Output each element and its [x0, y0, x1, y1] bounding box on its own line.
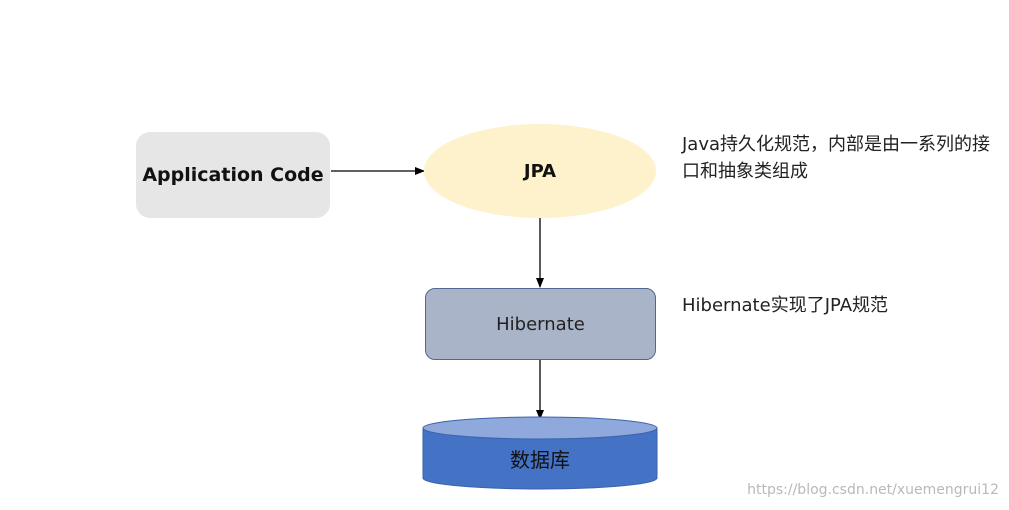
database-cylinder: [422, 416, 658, 490]
database-label-text: 数据库: [510, 447, 570, 472]
database-body: [422, 427, 658, 490]
watermark: https://blog.csdn.net/xuemengrui12: [747, 482, 999, 498]
database-top: [422, 416, 658, 440]
hibernate-label: Hibernate: [496, 313, 585, 335]
hibernate-note: Hibernate实现了JPA规范: [682, 295, 889, 316]
application-code-label: Application Code: [142, 164, 324, 186]
database-label: 数据库: [423, 440, 657, 476]
application-code-node: Application Code: [136, 132, 330, 218]
jpa-node: JPA: [424, 124, 656, 218]
jpa-note: Java持久化规范，内部是由一系列的接口和抽象类组成: [682, 134, 991, 182]
hibernate-node: Hibernate: [425, 288, 656, 360]
jpa-label: JPA: [523, 160, 557, 182]
